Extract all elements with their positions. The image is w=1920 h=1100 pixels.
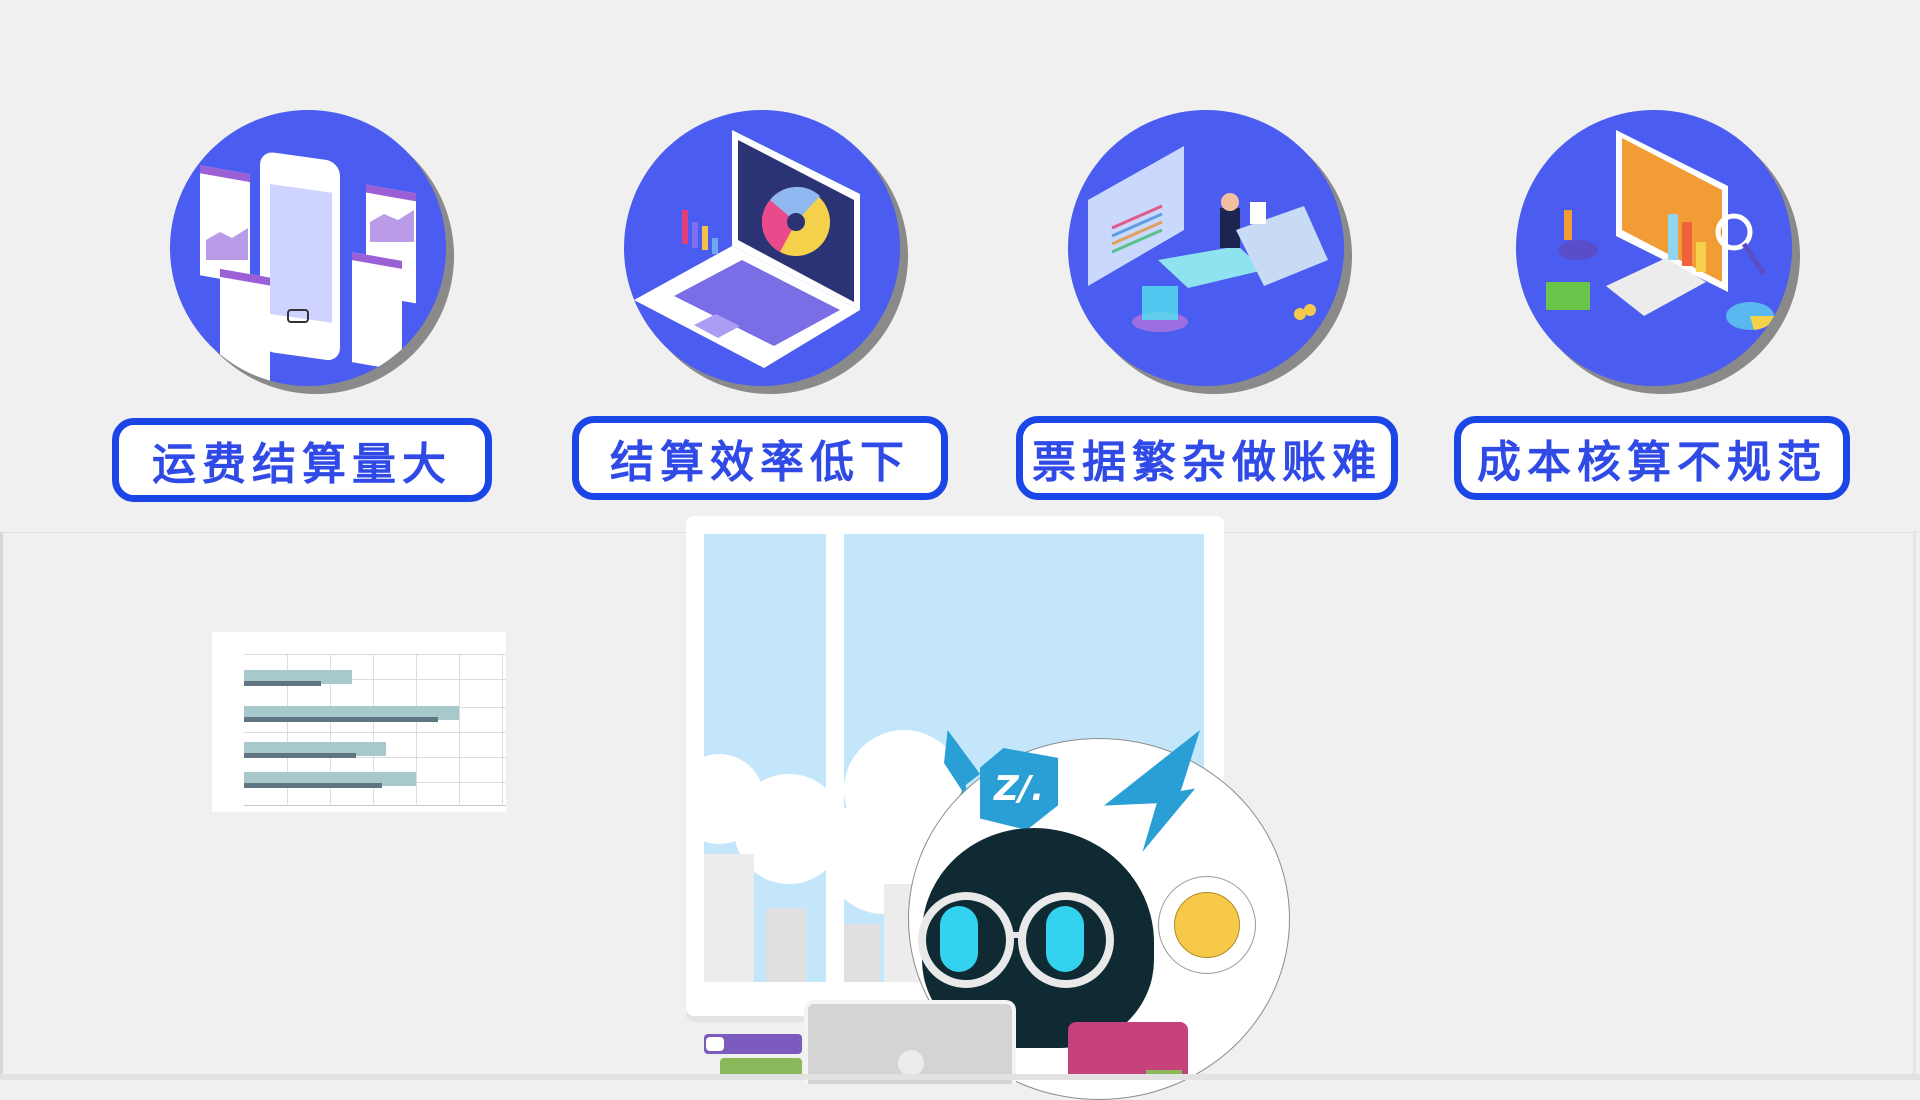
pain-point-text: 结算效率低下 — [610, 437, 910, 488]
bar-dark — [244, 783, 382, 788]
laptop-pie-chart-icon — [624, 110, 900, 386]
book-stack — [720, 1058, 802, 1078]
glasses-right — [1018, 892, 1114, 988]
glasses-bridge — [1008, 932, 1022, 938]
pain-point-label-2: 结算效率低下 — [572, 416, 948, 500]
robot-eye-left — [940, 906, 978, 972]
office-worker-desk-icon — [1068, 110, 1344, 386]
bar-dark — [244, 681, 322, 686]
laptop-logo-icon — [898, 1050, 924, 1076]
book-stack — [704, 1034, 802, 1054]
robot-ear-light — [1174, 892, 1240, 958]
floor-edge — [0, 1074, 1920, 1080]
book-stack — [706, 1037, 724, 1051]
pain-point-text: 运费结算量大 — [152, 439, 452, 490]
bar-dark — [244, 717, 438, 722]
pain-point-label-3: 票据繁杂做账难 — [1016, 416, 1398, 500]
window-pane-left — [704, 534, 826, 982]
robot-eye-right — [1046, 906, 1084, 972]
bar-light — [244, 772, 416, 786]
laptop — [804, 1000, 1016, 1084]
pain-point-text: 票据繁杂做账难 — [1032, 437, 1382, 488]
pain-point-label-1: 运费结算量大 — [112, 418, 492, 502]
bar-light — [244, 706, 459, 720]
bar-light — [244, 742, 386, 756]
wall-bar-chart-poster — [212, 632, 506, 812]
monitor-bar-chart-icon — [1516, 110, 1792, 386]
glasses-left — [918, 892, 1014, 988]
bar-light — [244, 670, 352, 684]
pain-point-text: 成本核算不规范 — [1477, 437, 1827, 488]
pain-point-label-4: 成本核算不规范 — [1454, 416, 1850, 500]
wall-edge-left — [0, 532, 3, 1080]
bar-dark — [244, 753, 356, 758]
wall-edge-right — [1913, 530, 1916, 1078]
mobile-invoices-icon — [170, 110, 446, 386]
bar-chart — [244, 654, 506, 806]
